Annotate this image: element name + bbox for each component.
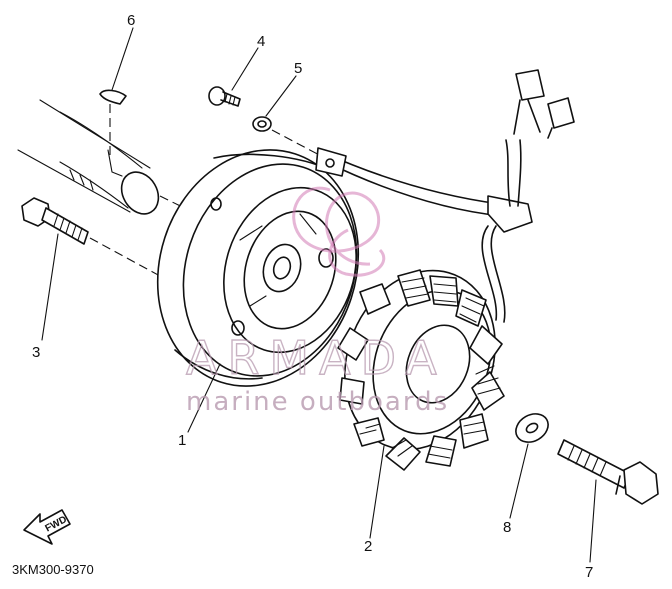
flywheel-bolt [21, 197, 161, 277]
watermark-tagline: marine outboards [186, 387, 449, 417]
leader-lines [41, 27, 597, 563]
flat-washer [515, 413, 549, 443]
callout-7: 7 [585, 564, 593, 581]
callout-1: 1 [178, 432, 186, 449]
callout-3: 3 [32, 344, 40, 361]
callout-6: 6 [127, 12, 135, 29]
watermark-brand: ARMADA [186, 331, 447, 385]
washer-small [252, 116, 326, 159]
forward-arrow-icon: FWD [23, 509, 71, 545]
callout-2: 2 [364, 538, 372, 555]
flange-bolt [557, 439, 659, 505]
screw [208, 86, 241, 107]
drawing-code: 3KM300-9370 [12, 562, 94, 577]
armada-watermark: ARMADA marine outboards [185, 186, 449, 417]
flywheel-rotor [156, 149, 360, 387]
callout-8: 8 [503, 519, 511, 536]
woodruff-key [99, 89, 127, 160]
callout-4: 4 [257, 33, 265, 50]
stator-assembly [315, 69, 575, 471]
callout-5: 5 [294, 60, 302, 77]
